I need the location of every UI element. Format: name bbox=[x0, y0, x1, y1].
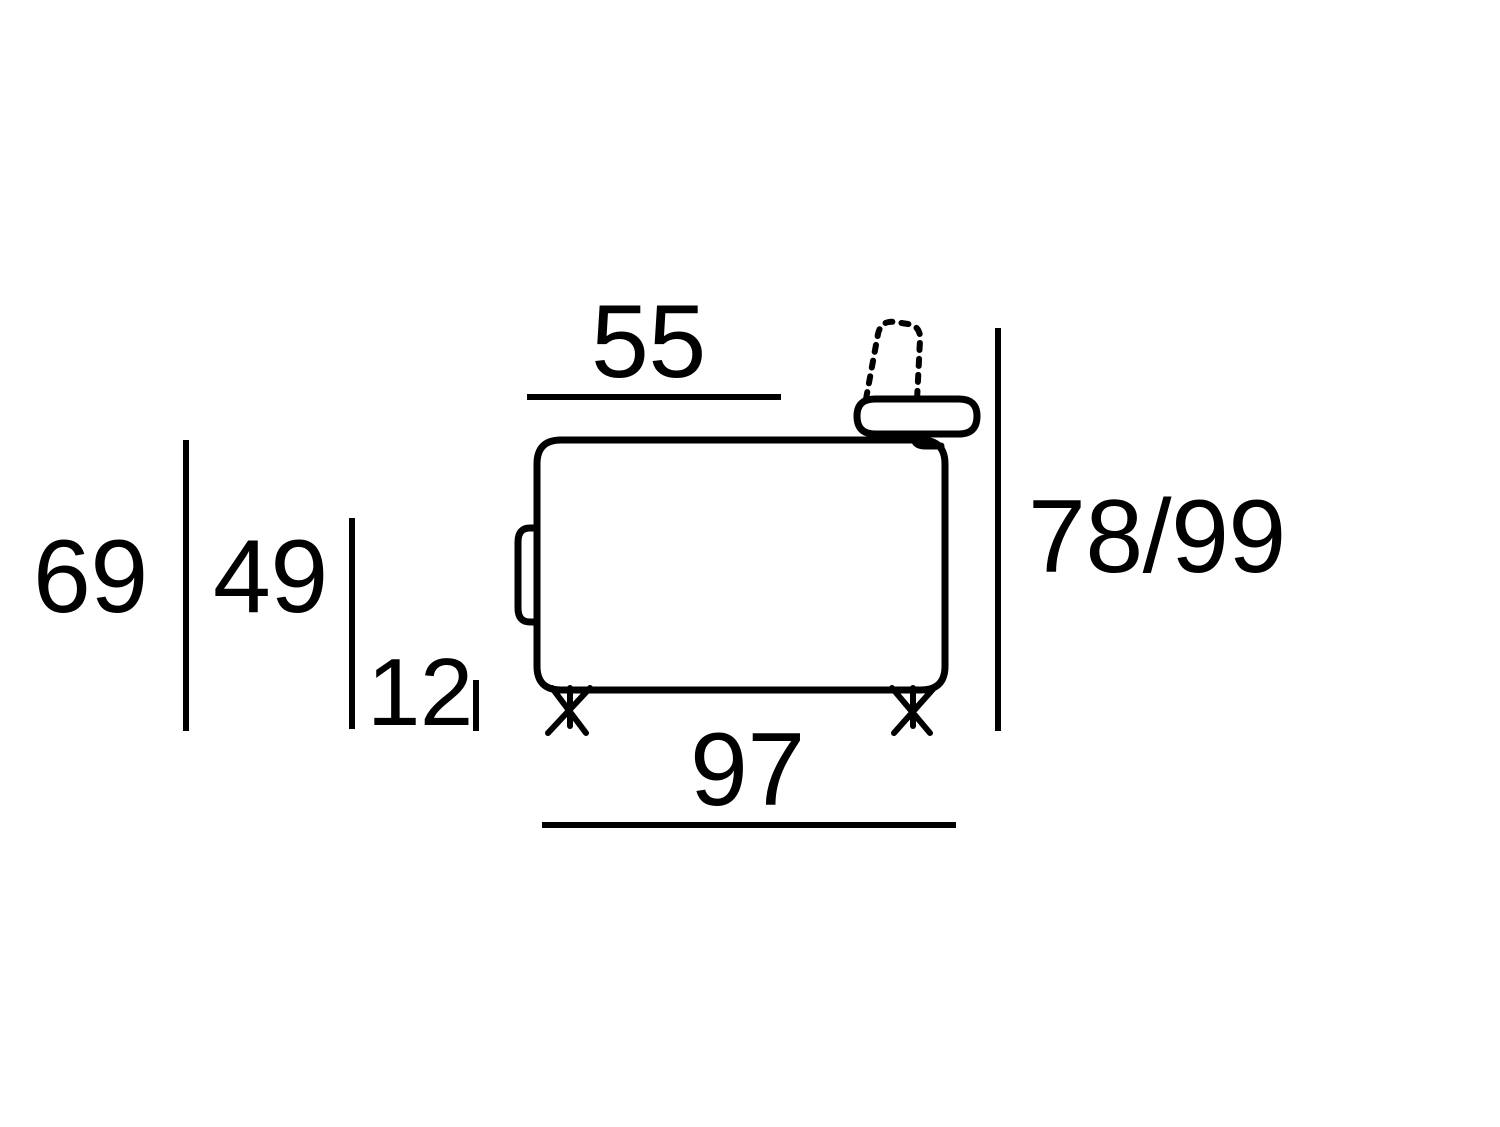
leg-left bbox=[545, 685, 593, 736]
dimension-label-69: 69 bbox=[33, 519, 148, 635]
headrest-raised-outline bbox=[863, 318, 924, 403]
dimension-label-12: 12 bbox=[367, 639, 473, 746]
dimension-label-55: 55 bbox=[591, 284, 706, 400]
leg-right bbox=[889, 685, 937, 736]
headrest-hinge bbox=[909, 430, 945, 450]
headrest-pad bbox=[853, 395, 981, 438]
side-tab bbox=[514, 524, 541, 626]
dimension-label-49: 49 bbox=[213, 519, 328, 635]
dimension-label-78-99: 78/99 bbox=[1028, 479, 1286, 595]
seat-body bbox=[533, 436, 949, 694]
dimension-label-97: 97 bbox=[690, 712, 805, 828]
